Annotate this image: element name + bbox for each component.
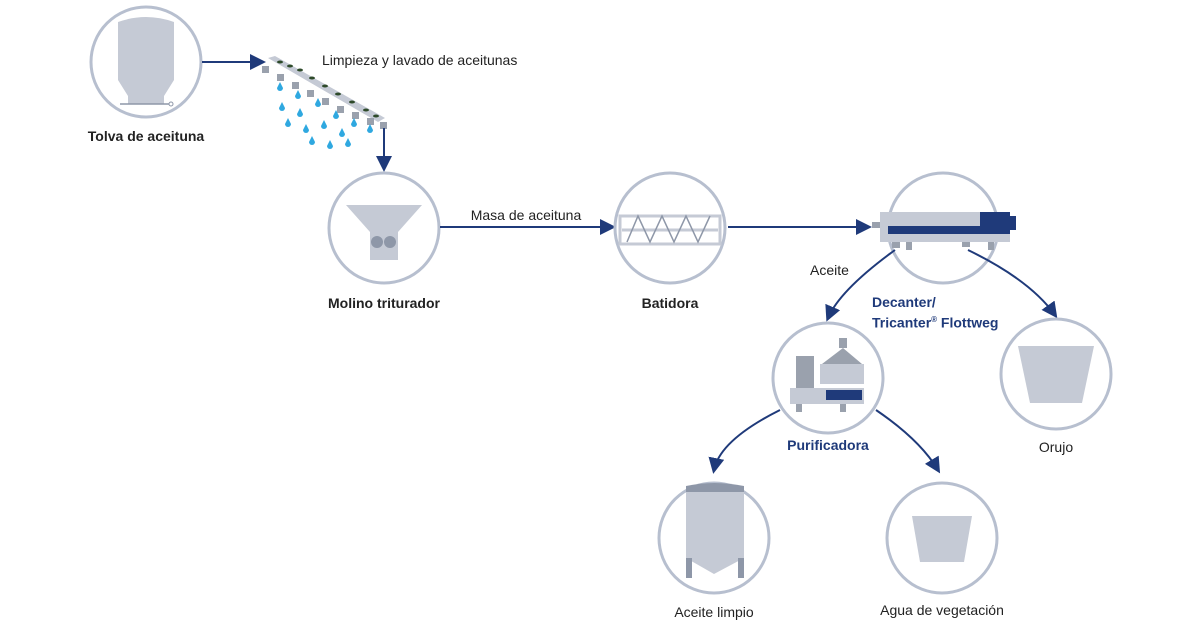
tolva-label: Tolva de aceituna [87,128,205,144]
arrow-purificadora-aceite [708,409,781,474]
decanter-node [872,171,1016,285]
aceite-limpio-node [657,481,771,595]
washer-icon [262,56,387,149]
orujo-node [999,317,1113,431]
limpieza-label: Limpieza y lavado de aceitunas [322,52,518,68]
aceite-limpio-label: Aceite limpio [674,604,754,620]
masa-label: Masa de aceituna [470,207,582,223]
arrow-decanter-purificadora [825,249,896,322]
tolva-node [89,5,203,119]
arrow-decanter-orujo [967,249,1058,319]
molino-label: Molino triturador [328,295,440,311]
aceite-flow-label: Aceite [810,262,849,278]
molino-node [327,171,441,285]
purificadora-label: Purificadora [787,437,869,453]
batidora-node [613,171,727,285]
purificadora-node [771,321,885,435]
decanter-label: Decanter/ Tricanter® Flottweg [872,294,999,331]
agua-label: Agua de vegetación [880,602,1004,618]
agua-node [885,481,999,595]
arrow-purificadora-agua [875,409,941,474]
batidora-label: Batidora [641,295,699,311]
orujo-label: Orujo [1038,439,1074,455]
